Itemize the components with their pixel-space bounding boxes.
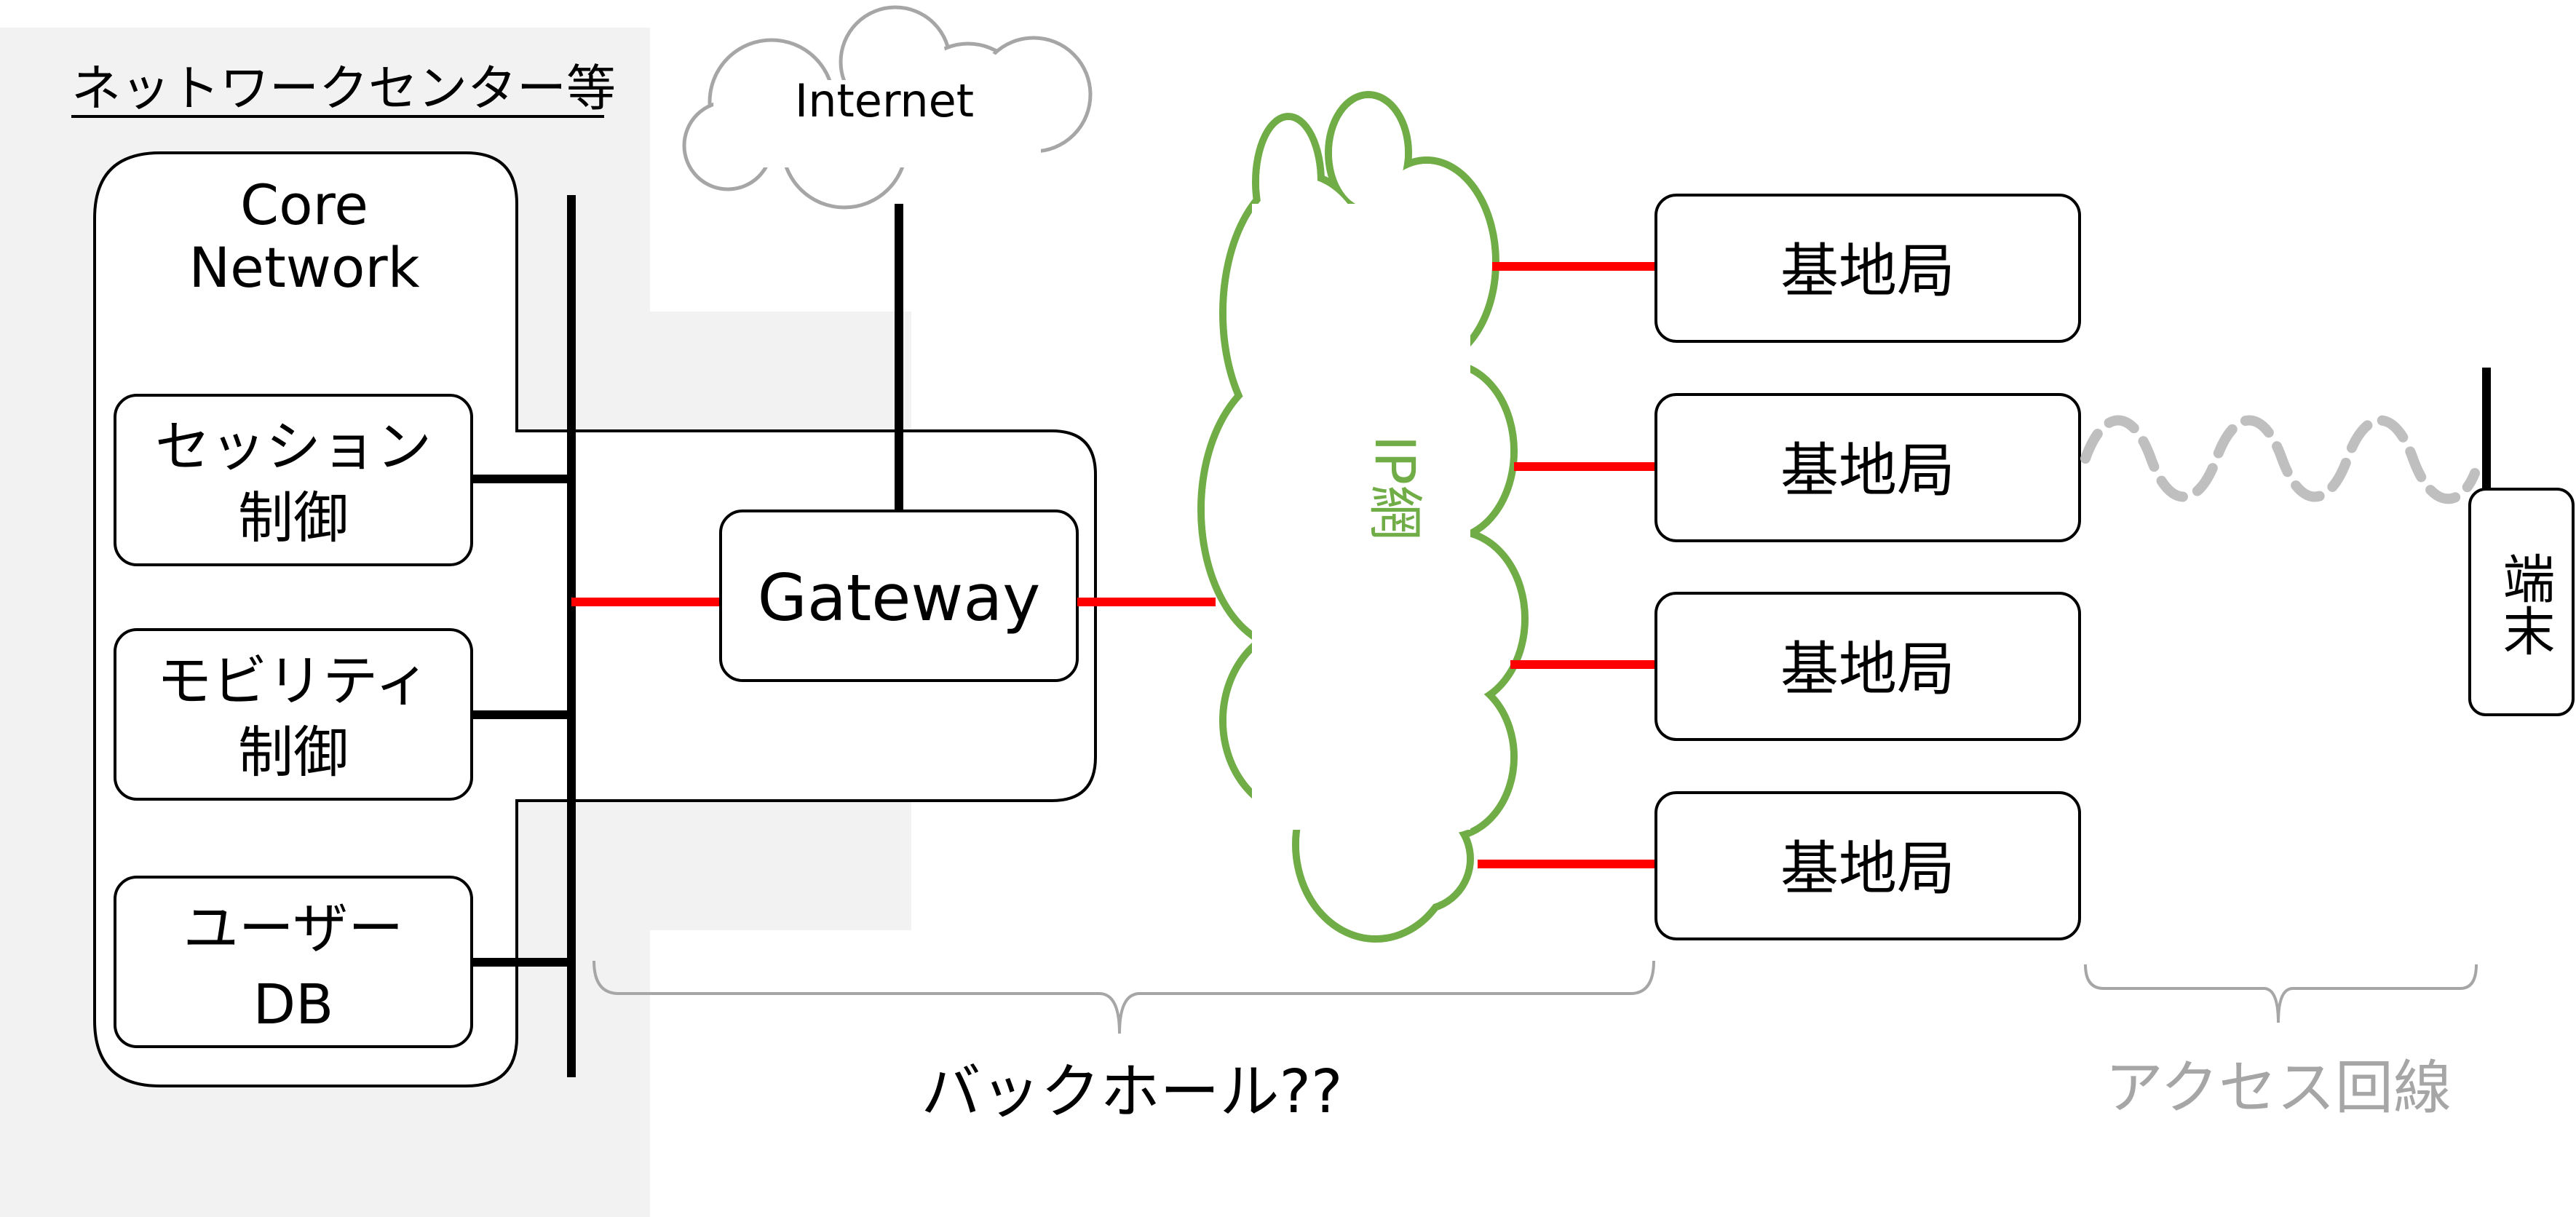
terminal-label: 端末 [2494, 552, 2555, 657]
terminal-device [2468, 488, 2575, 716]
base-station-2 [1654, 393, 2081, 542]
base-station-4-label: 基地局 [1780, 835, 1955, 903]
base-station-3 [1654, 592, 2081, 741]
base-station-1-label: 基地局 [1780, 237, 1955, 305]
internet-label: Internet [795, 74, 974, 127]
backhaul-brace [593, 960, 1655, 1034]
core-network-title-line1: Core [240, 173, 368, 237]
access-line-label: アクセス回線 [2105, 1054, 2452, 1122]
region-label: ネットワークセンター等 [71, 60, 616, 118]
session-control-line1: セッション [155, 414, 432, 479]
mobility-control-line2: 制御 [238, 720, 349, 785]
mobility-control-line1: モビリティ [156, 649, 429, 713]
base-station-3-label: 基地局 [1780, 635, 1955, 703]
session-control-line2: 制御 [238, 485, 349, 550]
backhaul-label: バックホール?? [921, 1058, 1342, 1127]
base-station-4 [1654, 791, 2081, 940]
ip-network-label: IP網 [1363, 435, 1427, 540]
core-network-title-line2: Network [189, 235, 419, 300]
user-db-line1: ユーザー [183, 896, 403, 961]
base-station-2-label: 基地局 [1780, 437, 1955, 504]
wireless-wave [2080, 415, 2480, 504]
gateway-label: Gateway [758, 560, 1041, 635]
access-line-brace [2084, 964, 2478, 1023]
base-station-1 [1654, 194, 2081, 343]
core-network-container [93, 151, 1097, 1087]
user-db-line2: DB [253, 972, 334, 1036]
ip-network-cloud: IP網 [1197, 91, 1529, 943]
gateway-box [719, 510, 1079, 682]
internet-cloud: Internet [682, 5, 1093, 210]
